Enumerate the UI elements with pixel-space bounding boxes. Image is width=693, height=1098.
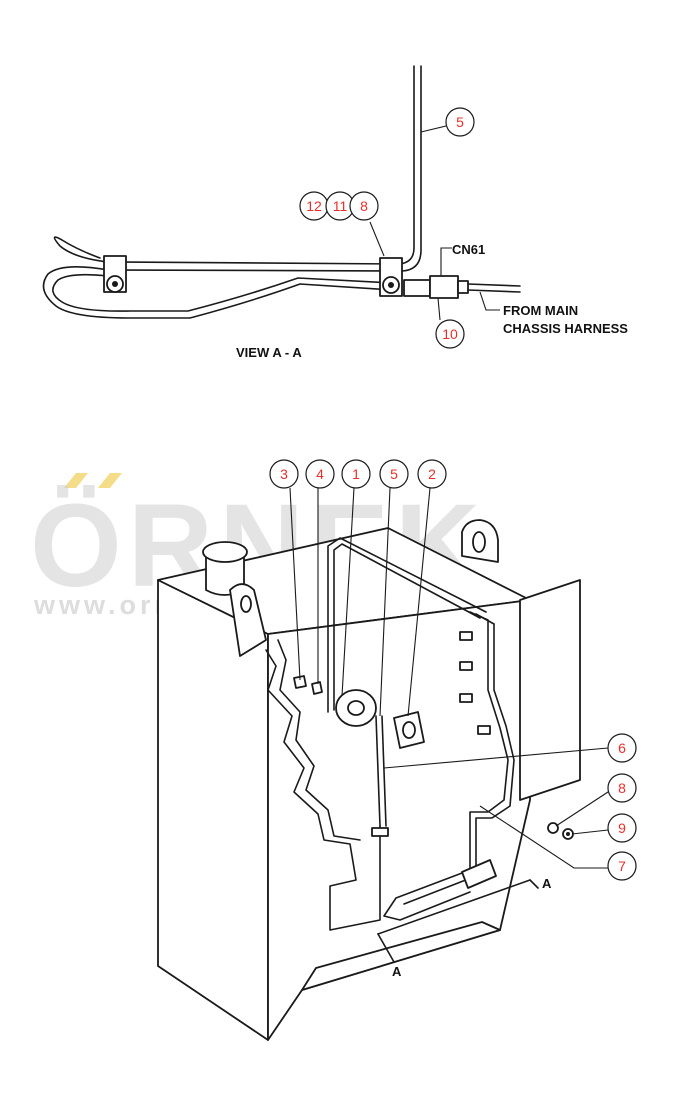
svg-text:8: 8 bbox=[360, 198, 368, 214]
svg-text:11: 11 bbox=[333, 198, 348, 214]
leader-1 bbox=[341, 487, 355, 697]
wire-loop-large-outer bbox=[42, 266, 393, 319]
svg-text:7: 7 bbox=[618, 858, 626, 874]
section-tick-left bbox=[377, 933, 395, 963]
connector-cn61-plug bbox=[403, 279, 431, 297]
tube-vertical-inner bbox=[401, 65, 422, 272]
callout-8-top: 8 bbox=[349, 191, 379, 221]
watermark-accent-left bbox=[64, 473, 88, 488]
pipe-interior-1 bbox=[327, 537, 487, 713]
lifting-bracket-hole bbox=[472, 531, 486, 553]
svg-text:6: 6 bbox=[618, 740, 626, 756]
pipe-right-rail-inner bbox=[403, 613, 515, 905]
svg-text:5: 5 bbox=[456, 114, 464, 130]
callout-11: 11 bbox=[325, 191, 355, 221]
pipe-clip-2 bbox=[459, 661, 473, 671]
cutaway-edge bbox=[265, 649, 381, 931]
callout-8-bottom: 8 bbox=[607, 773, 637, 803]
leader-8-top bbox=[369, 221, 385, 257]
cutaway-edge-inner bbox=[277, 639, 361, 841]
section-tick-right bbox=[529, 879, 539, 889]
section-marker-left: A bbox=[392, 964, 402, 979]
section-marker-right: A bbox=[542, 876, 552, 891]
leader-harness bbox=[479, 291, 500, 311]
sender-float bbox=[371, 827, 389, 837]
watermark-accent-right bbox=[98, 473, 122, 488]
pipe-right-rail bbox=[383, 611, 509, 921]
fuel-sender-center bbox=[347, 700, 365, 716]
leader-5-top bbox=[420, 125, 447, 133]
svg-text:9: 9 bbox=[618, 820, 626, 836]
callout-7: 7 bbox=[607, 851, 637, 881]
callout-4: 4 bbox=[305, 459, 335, 489]
callout-3: 3 bbox=[269, 459, 299, 489]
callout-6: 6 bbox=[607, 733, 637, 763]
mount-bracket-left bbox=[229, 583, 267, 657]
sender-rod-2 bbox=[381, 715, 387, 827]
washer-item-4 bbox=[311, 681, 323, 695]
callout-10: 10 bbox=[435, 319, 465, 349]
callout-2: 2 bbox=[417, 459, 447, 489]
tube-vertical-outer bbox=[399, 65, 415, 265]
svg-text:10: 10 bbox=[442, 326, 458, 342]
tank-bottom-chamfer bbox=[301, 921, 501, 991]
connector-cn61-boot bbox=[457, 280, 469, 294]
fuel-filter bbox=[461, 859, 497, 889]
callout-5-top: 5 bbox=[445, 107, 475, 137]
pipe-clip-3 bbox=[459, 693, 473, 703]
harness-label-line2: CHASSIS HARNESS bbox=[503, 321, 628, 336]
svg-text:12: 12 bbox=[306, 198, 322, 214]
wire-loop-small bbox=[53, 236, 109, 263]
view-label: VIEW A - A bbox=[236, 345, 302, 360]
section-line-a bbox=[377, 879, 531, 935]
harness-wire-b bbox=[467, 289, 521, 293]
mount-bracket-hole bbox=[240, 595, 252, 613]
clamp-right-bolt-center bbox=[388, 282, 394, 288]
leader-5-bottom bbox=[379, 487, 391, 717]
tank-assembly: A A bbox=[157, 487, 609, 1041]
bolt-item-3 bbox=[293, 675, 307, 689]
tube-horizontal-lower bbox=[121, 269, 399, 272]
connector-label: CN61 bbox=[452, 242, 485, 257]
connector-cn61-socket bbox=[429, 275, 459, 299]
leader-3 bbox=[289, 487, 301, 681]
cover-plate-hole bbox=[402, 721, 416, 739]
pipe-clip-1 bbox=[459, 631, 473, 641]
svg-text:3: 3 bbox=[280, 466, 288, 482]
svg-text:1: 1 bbox=[352, 466, 360, 482]
callout-5-bottom: 5 bbox=[379, 459, 409, 489]
clamp-left-bolt-center bbox=[112, 281, 118, 287]
washer-item-8 bbox=[547, 822, 559, 834]
leader-10 bbox=[437, 297, 441, 321]
wire-loop-large-inner bbox=[52, 273, 393, 312]
harness-wire-a bbox=[467, 283, 521, 287]
tube-horizontal-upper bbox=[121, 261, 399, 265]
svg-text:5: 5 bbox=[390, 466, 398, 482]
filler-cap bbox=[202, 541, 248, 563]
pipe-interior-2 bbox=[333, 543, 481, 711]
callout-1: 1 bbox=[341, 459, 371, 489]
svg-text:4: 4 bbox=[316, 466, 324, 482]
leader-2 bbox=[407, 487, 431, 717]
leader-cn61 bbox=[440, 247, 452, 276]
callout-12: 12 bbox=[299, 191, 329, 221]
sender-rod bbox=[375, 715, 381, 827]
pipe-clip-4 bbox=[477, 725, 491, 735]
view-a-a-detail: CN61 FROM MAIN CHASSIS HARNESS VIEW A - … bbox=[42, 65, 628, 360]
harness-label-line1: FROM MAIN bbox=[503, 303, 578, 318]
svg-text:8: 8 bbox=[618, 780, 626, 796]
leader-7 bbox=[479, 805, 608, 869]
svg-text:2: 2 bbox=[428, 466, 436, 482]
side-plate bbox=[519, 579, 581, 801]
nut-item-9-center bbox=[566, 832, 570, 836]
callout-9: 9 bbox=[607, 813, 637, 843]
leader-8-bottom bbox=[555, 791, 609, 827]
leader-6 bbox=[383, 747, 609, 769]
leader-9 bbox=[571, 829, 609, 835]
